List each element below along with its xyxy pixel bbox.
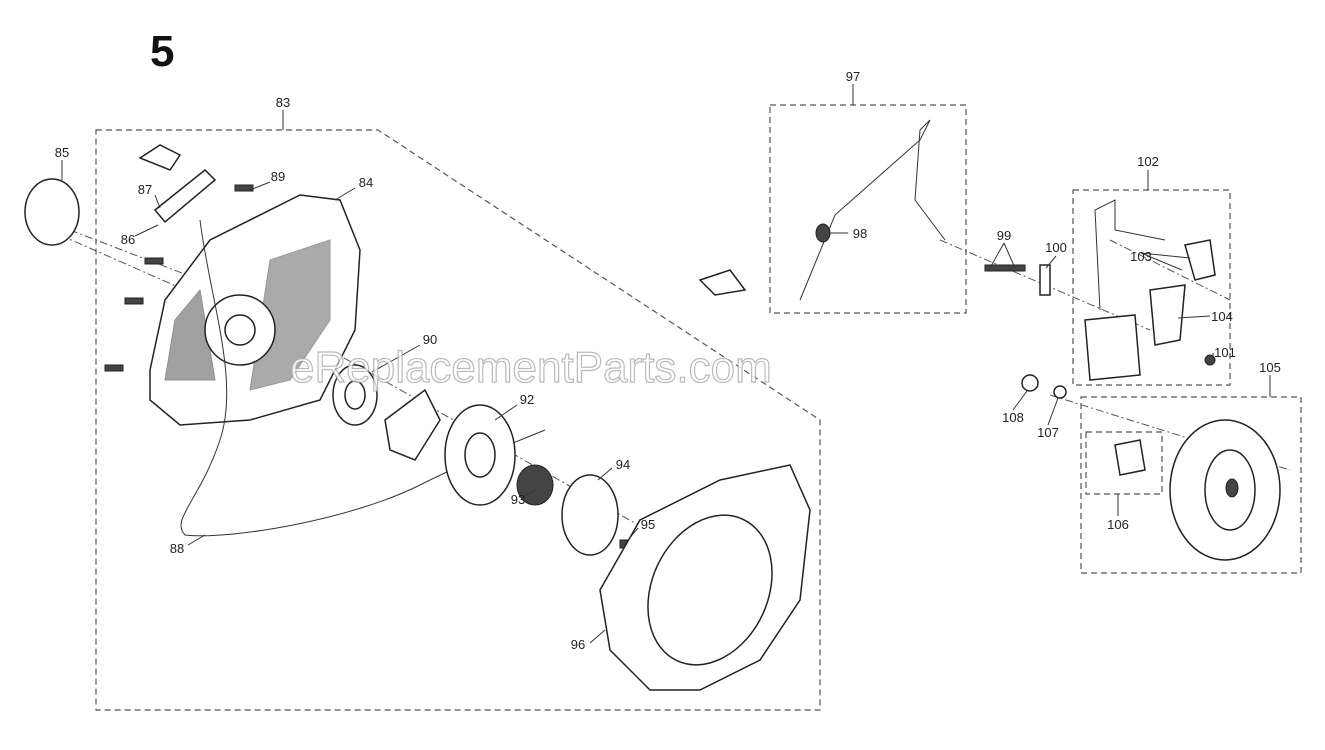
washer-107-part — [1053, 385, 1067, 399]
callout-105: 105 — [1259, 360, 1281, 375]
screw-99-part — [984, 264, 1026, 272]
callout-83: 83 — [276, 95, 290, 110]
callout-104: 104 — [1211, 309, 1233, 324]
callout-94: 94 — [616, 457, 630, 472]
decal-part — [24, 178, 80, 246]
callout-100: 100 — [1045, 240, 1067, 255]
watermark: eReplacementParts.com — [290, 343, 772, 392]
callout-85: 85 — [55, 145, 69, 160]
ignition-lead-part — [799, 119, 946, 301]
callout-87: 87 — [138, 182, 152, 197]
callout-95: 95 — [641, 517, 655, 532]
pawl-106-part — [1114, 439, 1146, 476]
callout-93: 93 — [511, 492, 525, 507]
callout-107: 107 — [1037, 425, 1059, 440]
assembly-box-102 — [1072, 189, 1231, 386]
spring-cassette-part — [332, 364, 378, 426]
assembly-box-97 — [769, 104, 967, 314]
connector-part — [698, 269, 747, 296]
fan-cover-part — [599, 464, 811, 691]
callout-103: 103 — [1130, 249, 1152, 264]
ignition-wire-part — [1094, 199, 1166, 311]
callout-84: 84 — [359, 175, 373, 190]
spark-plug-part — [1149, 284, 1186, 346]
nut-108-part — [1021, 374, 1039, 392]
callout-86: 86 — [121, 232, 135, 247]
callout-102: 102 — [1137, 154, 1159, 169]
flywheel-part — [1169, 419, 1281, 561]
assembly-box-83 — [95, 129, 821, 711]
plate-part — [384, 388, 441, 461]
figure-number: 5 — [150, 27, 174, 76]
part-101 — [1204, 354, 1216, 366]
callout-99: 99 — [997, 228, 1011, 243]
spark-plug-cap-part — [1184, 239, 1216, 281]
callout-92: 92 — [520, 392, 534, 407]
callout-96: 96 — [571, 637, 585, 652]
callout-90: 90 — [423, 332, 437, 347]
grommet-98-part — [815, 223, 831, 243]
pawl-disc-part — [561, 474, 619, 556]
callout-101: 101 — [1214, 345, 1236, 360]
rope-pulley-part — [444, 404, 516, 506]
callout-88: 88 — [170, 541, 184, 556]
starter-handle-part — [153, 168, 217, 224]
callout-106: 106 — [1107, 517, 1129, 532]
callout-97: 97 — [846, 69, 860, 84]
assembly-box-105 — [1080, 396, 1302, 574]
ignition-module-part — [1084, 314, 1141, 381]
leader-lines — [61, 84, 1271, 644]
callout-89: 89 — [271, 169, 285, 184]
callout-98: 98 — [853, 226, 867, 241]
callout-108: 108 — [1002, 410, 1024, 425]
clip-100-part — [1039, 264, 1051, 296]
handle-insert-part — [138, 144, 182, 171]
assembly-box-106 — [1085, 431, 1163, 495]
